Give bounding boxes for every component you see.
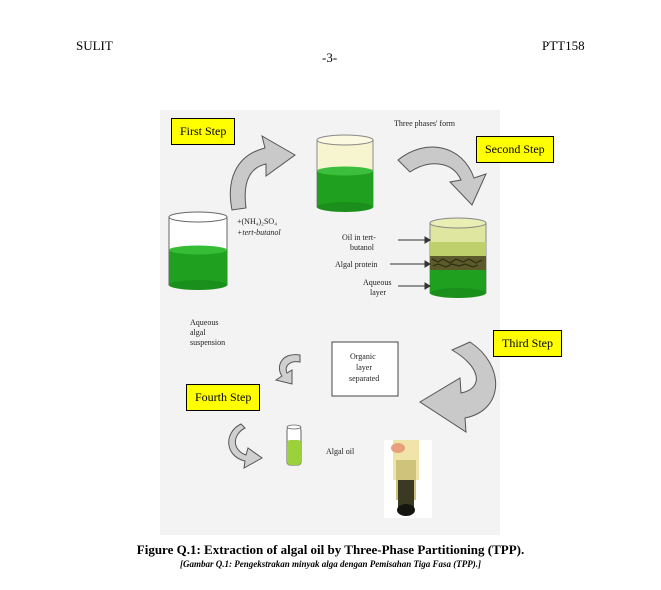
organic-label: Organic bbox=[350, 352, 376, 361]
algal-oil-label: Algal oil bbox=[326, 447, 355, 456]
third-step-label: Third Step bbox=[493, 330, 562, 357]
algal-protein-label: Algal protein bbox=[335, 260, 378, 269]
page-number: -3- bbox=[322, 50, 338, 65]
aqueous-suspension-label-3: suspension bbox=[190, 338, 226, 347]
arrow-loop bbox=[274, 354, 301, 385]
three-phases-label: Three phases' form bbox=[394, 119, 455, 128]
separated-tube-photo bbox=[384, 440, 432, 518]
algal-oil-tube bbox=[286, 424, 302, 466]
organic-layer-box bbox=[331, 341, 399, 397]
aqueous-suspension-label-1: Aqueous bbox=[190, 318, 219, 327]
fourth-step-label: Fourth Step bbox=[186, 384, 261, 411]
arrow-first-step bbox=[229, 134, 296, 211]
arrow-second-step bbox=[397, 146, 487, 206]
beaker-aqueous-algal-suspension bbox=[168, 211, 228, 290]
layer-label: layer bbox=[370, 288, 386, 297]
aqueous-label: Aqueous bbox=[363, 278, 392, 287]
reagent-ammonium-sulfate: +(NH₄)₂SO₄ bbox=[237, 217, 277, 226]
oil-in-label: Oil in tert- bbox=[342, 233, 376, 242]
figure-caption-translation: [Gambar Q.1: Pengekstrakan minyak alga d… bbox=[180, 559, 481, 569]
beaker-three-phases bbox=[316, 134, 374, 212]
separated-label: separated bbox=[349, 374, 380, 383]
beaker-separated-layers bbox=[429, 217, 487, 298]
reagent-tert-butanol: +tert-butanol bbox=[237, 228, 281, 237]
aqueous-suspension-label-2: algal bbox=[190, 328, 206, 337]
arrow-third-step bbox=[419, 341, 497, 433]
second-step-label: Second Step bbox=[476, 136, 554, 163]
organic-layer-label: layer bbox=[356, 363, 372, 372]
figure-caption: Figure Q.1: Extraction of algal oil by T… bbox=[136, 542, 525, 557]
butanol-label: butanol bbox=[350, 243, 374, 252]
first-step-label: First Step bbox=[171, 118, 236, 145]
arrow-fourth-step bbox=[228, 423, 263, 469]
header-right: PTT158 bbox=[542, 38, 585, 53]
header-left: SULIT bbox=[76, 38, 113, 53]
